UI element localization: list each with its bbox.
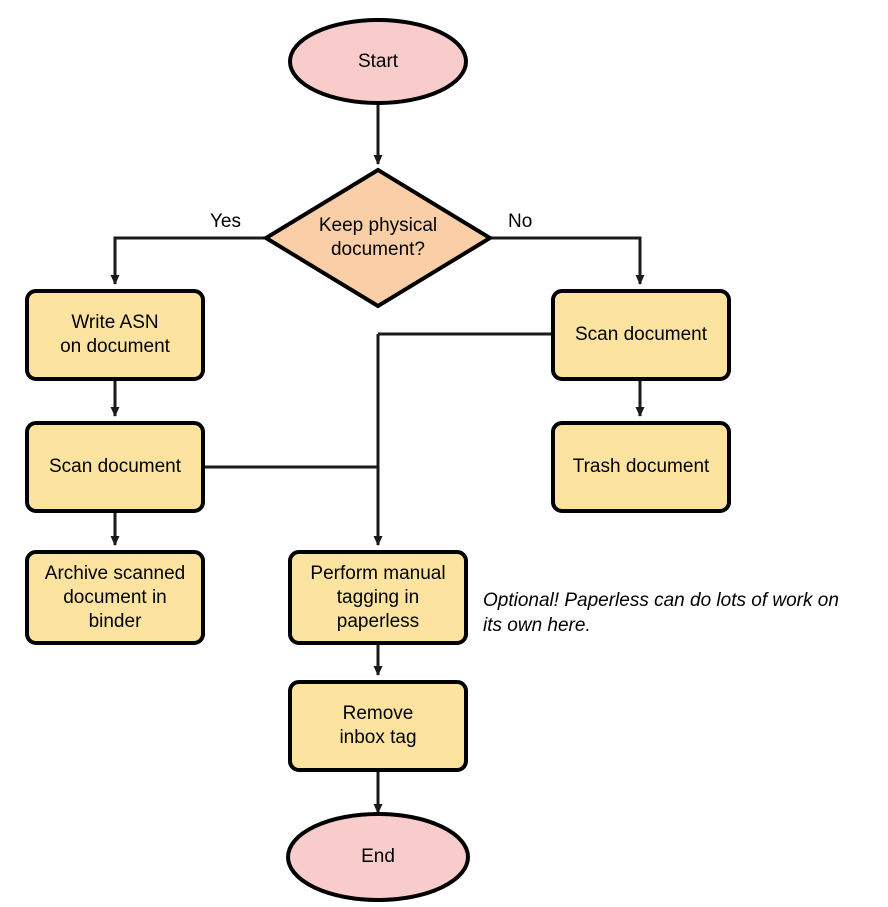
edge-decision-yes-to-write-asn bbox=[110, 236, 265, 285]
note-optional-paperless: Optional! Paperless can do lots of work … bbox=[483, 590, 839, 636]
node-tagging-shape[interactable] bbox=[288, 550, 468, 645]
node-archive-shape[interactable] bbox=[25, 550, 205, 645]
node-trash-shape[interactable] bbox=[551, 421, 731, 513]
node-write-asn-shape[interactable] bbox=[25, 289, 205, 381]
node-decision-shape[interactable] bbox=[262, 167, 494, 309]
edge-label-no: No bbox=[508, 211, 533, 232]
node-start-shape[interactable] bbox=[288, 18, 468, 105]
node-scan-right-shape[interactable] bbox=[551, 289, 731, 381]
edge-label-yes: Yes bbox=[210, 211, 241, 232]
connectors bbox=[110, 103, 645, 814]
node-scan-left-shape[interactable] bbox=[25, 421, 205, 513]
edge-decision-no-to-scan-right bbox=[490, 236, 645, 285]
node-remove-inbox-shape[interactable] bbox=[288, 680, 468, 772]
node-shapes bbox=[25, 18, 731, 902]
node-end-shape[interactable] bbox=[286, 812, 470, 902]
